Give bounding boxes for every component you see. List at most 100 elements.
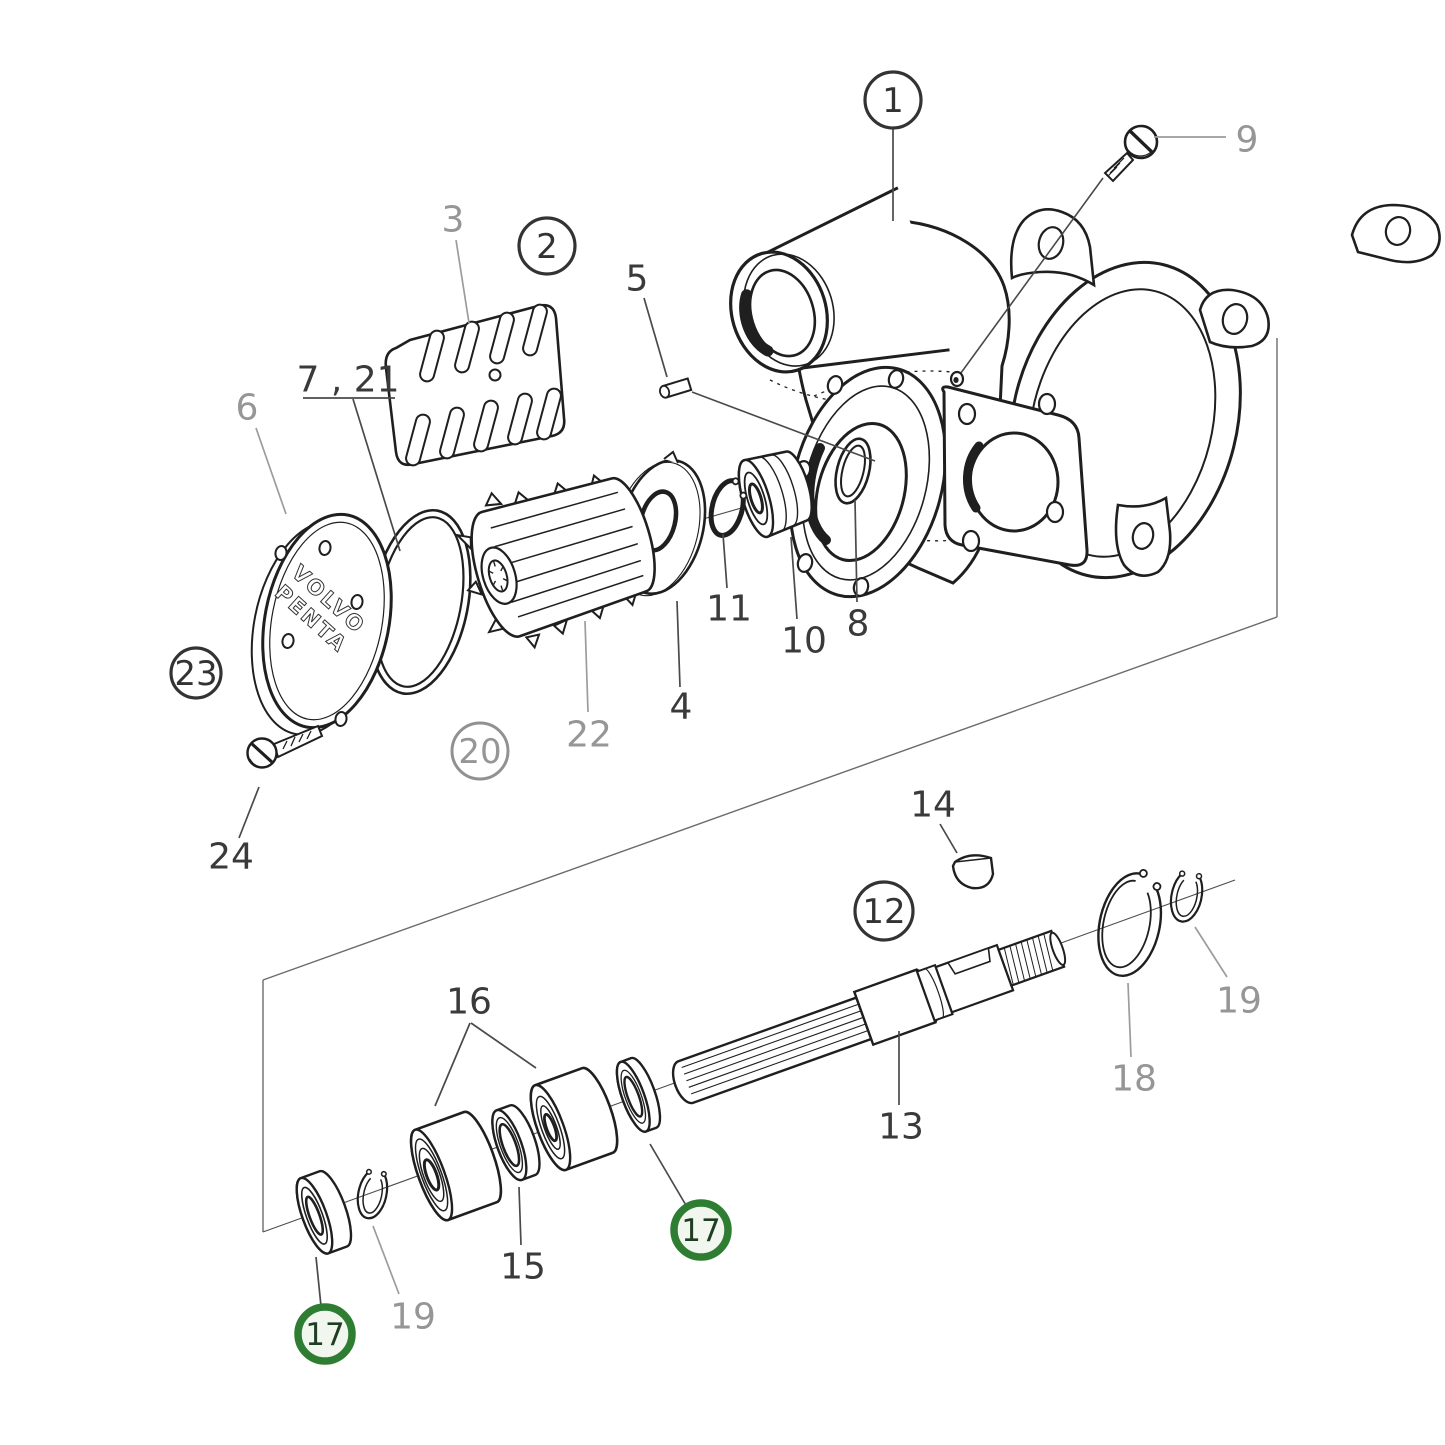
callout-7-21: 7 , 21: [296, 360, 401, 552]
part-washer-17-right: [615, 1056, 662, 1133]
callout-circle: [670, 1199, 732, 1261]
callout-19: 19: [372, 1225, 436, 1338]
leader-line: [470, 1022, 537, 1069]
leader-line: [434, 1022, 471, 1107]
callout-number: 23: [174, 654, 217, 694]
part-bearing-16-right: [529, 1066, 619, 1172]
callout-circle: [853, 880, 915, 942]
leader-line: [854, 499, 858, 603]
leader-line: [676, 600, 681, 688]
part-pin-5: [659, 377, 876, 462]
callout-circle: [863, 70, 923, 130]
leader-line: [315, 1256, 322, 1307]
callout-number: 22: [566, 715, 612, 756]
plane-lines: [262, 338, 1278, 1232]
part-outlet-flange: [941, 385, 1089, 567]
part-cover-plate-6: VOLVO PENTA: [250, 512, 393, 736]
callout-number: 12: [862, 892, 905, 932]
callout-10: 10: [781, 536, 827, 662]
callout-13: 13: [878, 1031, 924, 1148]
part-circlip-19-left: [356, 1168, 389, 1220]
callout-number: 17: [305, 1317, 344, 1353]
leader-line: [643, 297, 668, 378]
callout-17: 17: [294, 1256, 356, 1365]
leader-line: [255, 427, 287, 515]
callout-16: 16: [434, 982, 537, 1107]
callout-6: 6: [236, 388, 287, 515]
callout-23: 23: [169, 646, 223, 700]
callout-1: 1: [863, 70, 923, 221]
callout-19: 19: [1194, 926, 1262, 1022]
callout-20: 20: [450, 721, 510, 781]
part-inlet-port: [729, 186, 956, 374]
callout-number: 14: [910, 785, 956, 826]
leader-line: [939, 823, 958, 854]
part-ring-8: [834, 437, 872, 505]
callout-9: 9: [1154, 120, 1258, 161]
callout-15: 15: [500, 1186, 546, 1288]
callout-number: 13: [878, 1107, 924, 1148]
leader-line: [790, 536, 798, 620]
callout-number: 1: [882, 81, 904, 121]
callout-number: 4: [670, 687, 693, 728]
callout-number: 19: [390, 1297, 436, 1338]
callout-number: 11: [706, 589, 752, 630]
callout-number: 19: [1216, 981, 1262, 1022]
leader-line: [518, 1186, 522, 1246]
callout-circle: [169, 646, 223, 700]
callout-2: 2: [517, 216, 577, 276]
callout-14: 14: [910, 785, 958, 854]
callout-number: 6: [236, 388, 259, 429]
callout-number: 20: [458, 732, 501, 772]
callout-22: 22: [566, 620, 612, 756]
callout-5: 5: [626, 259, 668, 378]
callout-number: 2: [536, 227, 558, 267]
leader-line: [238, 786, 260, 839]
leader-line: [1194, 926, 1228, 978]
part-seal-17-left: [295, 1169, 353, 1255]
callout-number: 7 , 21: [296, 360, 399, 401]
part-oring-7-21: [368, 508, 472, 696]
callout-4: 4: [670, 600, 693, 728]
leader-line: [455, 239, 470, 324]
callout-3: 3: [442, 200, 470, 324]
callout-number: 5: [626, 259, 649, 300]
part-screw-24: [246, 724, 324, 769]
callout-18: 18: [1111, 982, 1157, 1100]
part-bearing-16-left: [409, 1110, 503, 1222]
callout-number: 10: [781, 621, 827, 662]
part-cam-3: [384, 303, 566, 467]
callout-circle: [294, 1303, 356, 1365]
callout-24: 24: [208, 786, 260, 878]
callout-circle: [517, 216, 577, 276]
leader-line: [1127, 982, 1132, 1058]
leader-line: [722, 533, 728, 589]
part-circlip-11: [708, 477, 748, 538]
callout-number: 8: [847, 604, 870, 645]
leader-line: [584, 620, 589, 713]
leader-line: [372, 1225, 400, 1295]
part-circlip-18: [1097, 869, 1163, 978]
part-circlip-19-right: [1169, 870, 1204, 923]
callout-number: 17: [681, 1213, 720, 1249]
part-seal-10: [737, 450, 813, 539]
part-shaft-13: [671, 929, 1067, 1105]
callout-number: 9: [1236, 120, 1259, 161]
leader-line: [352, 398, 401, 552]
part-impeller-22: [454, 473, 656, 650]
callout-8: 8: [847, 499, 870, 645]
callout-number: 15: [500, 1247, 546, 1288]
callout-11: 11: [706, 533, 752, 630]
part-spacer-15: [491, 1104, 541, 1182]
callout-17: 17: [649, 1143, 732, 1261]
part-key-14: [951, 854, 995, 890]
callout-number: 16: [446, 982, 492, 1023]
callout-number: 24: [208, 837, 254, 878]
callout-12: 12: [853, 880, 915, 942]
leader-line: [649, 1143, 688, 1208]
callout-number: 3: [442, 200, 465, 241]
part-screw-9: [949, 124, 1159, 388]
